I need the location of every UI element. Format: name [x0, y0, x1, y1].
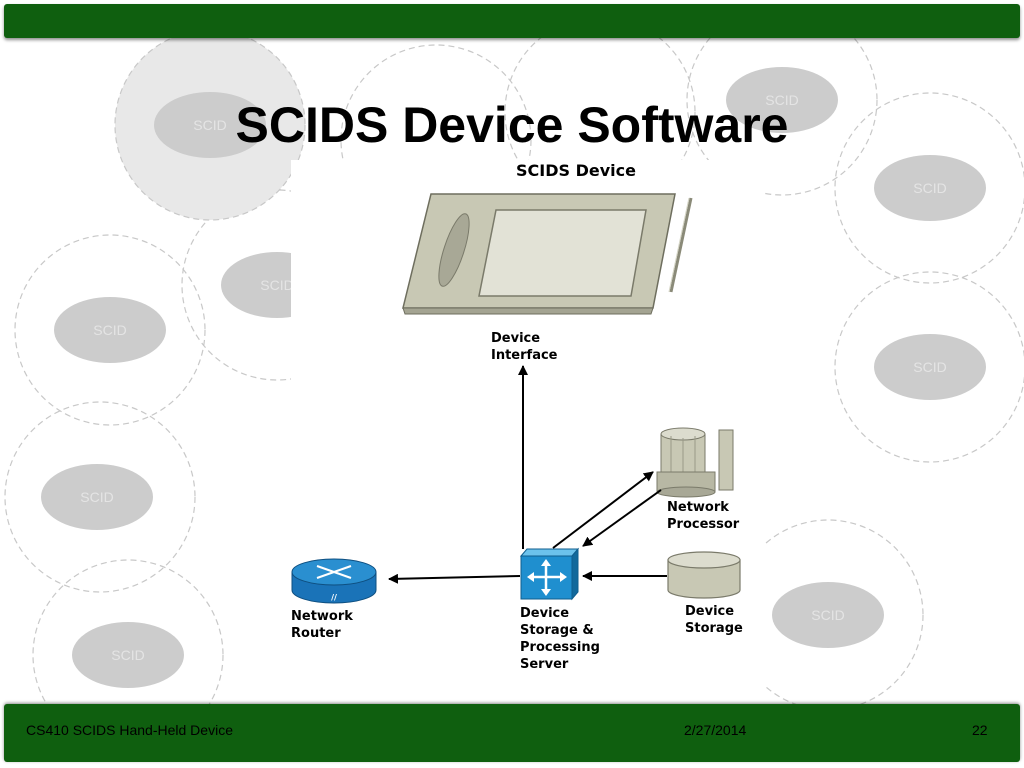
watermark-text: SCID: [80, 489, 113, 505]
arrow-to-network-router: [388, 573, 521, 584]
diagram-title: SCIDS Device: [516, 161, 636, 180]
device-storage-label: Device Storage: [685, 604, 743, 636]
storage-cylinder-icon: [667, 551, 741, 599]
slide-title: SCIDS Device Software: [235, 97, 789, 153]
diagram: SCIDS Device Device Interface N: [291, 160, 765, 700]
watermark-text: SCID: [93, 322, 126, 338]
server-label: Device Storage & Processing Server: [520, 606, 604, 672]
device-interface-label: Device Interface: [491, 331, 558, 363]
footer-date: 2/27/2014: [684, 722, 747, 738]
footer-course-label: CS410 SCIDS Hand-Held Device: [26, 722, 233, 738]
arrow-from-network-processor: [582, 489, 662, 547]
top-bar: [4, 4, 1020, 38]
network-processor-icon: [656, 427, 734, 498]
slide-number: 22: [972, 722, 988, 738]
footer-bar: CS410 SCIDS Hand-Held Device 2/27/2014 2…: [4, 704, 1020, 762]
watermark-text: SCID: [111, 647, 144, 663]
network-router-label: Network Router: [291, 609, 357, 641]
svg-text://: //: [331, 593, 337, 602]
router-icon: //: [291, 558, 377, 604]
network-processor-label: Network Processor: [667, 500, 740, 532]
watermark-text: SCID: [811, 607, 844, 623]
switch-server-icon: [519, 547, 580, 601]
arrow-to-network-processor: [552, 471, 654, 549]
watermark-text: SCID: [913, 359, 946, 375]
watermark-text: SCID: [913, 180, 946, 196]
watermark-text: SCID: [260, 277, 293, 293]
watermark-text: SCID: [765, 92, 798, 108]
tablet-device-icon: [402, 193, 693, 315]
watermark-text: SCID: [193, 117, 226, 133]
